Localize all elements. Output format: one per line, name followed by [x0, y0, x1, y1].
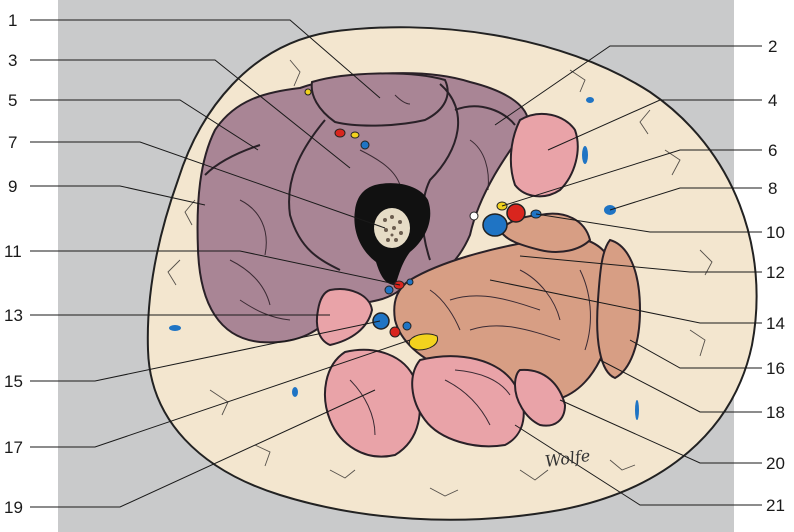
label-13: 13 [4, 306, 23, 325]
label-20: 20 [766, 454, 785, 473]
label-17: 17 [4, 438, 23, 457]
label-10: 10 [766, 223, 785, 242]
label-8: 8 [768, 179, 777, 198]
label-9: 9 [8, 177, 17, 196]
label-4: 4 [768, 91, 777, 110]
label-2: 2 [768, 37, 777, 56]
label-21: 21 [766, 496, 785, 515]
label-7: 7 [8, 133, 17, 152]
label-11: 11 [4, 242, 22, 261]
label-12: 12 [766, 263, 785, 282]
left-labels: 1 3 5 7 9 11 13 15 17 19 [4, 11, 23, 517]
label-19: 19 [4, 498, 23, 517]
label-3: 3 [8, 51, 17, 70]
label-18: 18 [766, 403, 785, 422]
label-15: 15 [4, 372, 23, 391]
label-16: 16 [766, 359, 785, 378]
label-1: 1 [8, 11, 17, 30]
rectus-femoris [312, 73, 448, 125]
label-6: 6 [768, 141, 777, 160]
label-5: 5 [8, 91, 17, 110]
label-14: 14 [766, 314, 785, 333]
right-labels: 2 4 6 8 10 12 14 16 18 20 21 [766, 37, 785, 515]
